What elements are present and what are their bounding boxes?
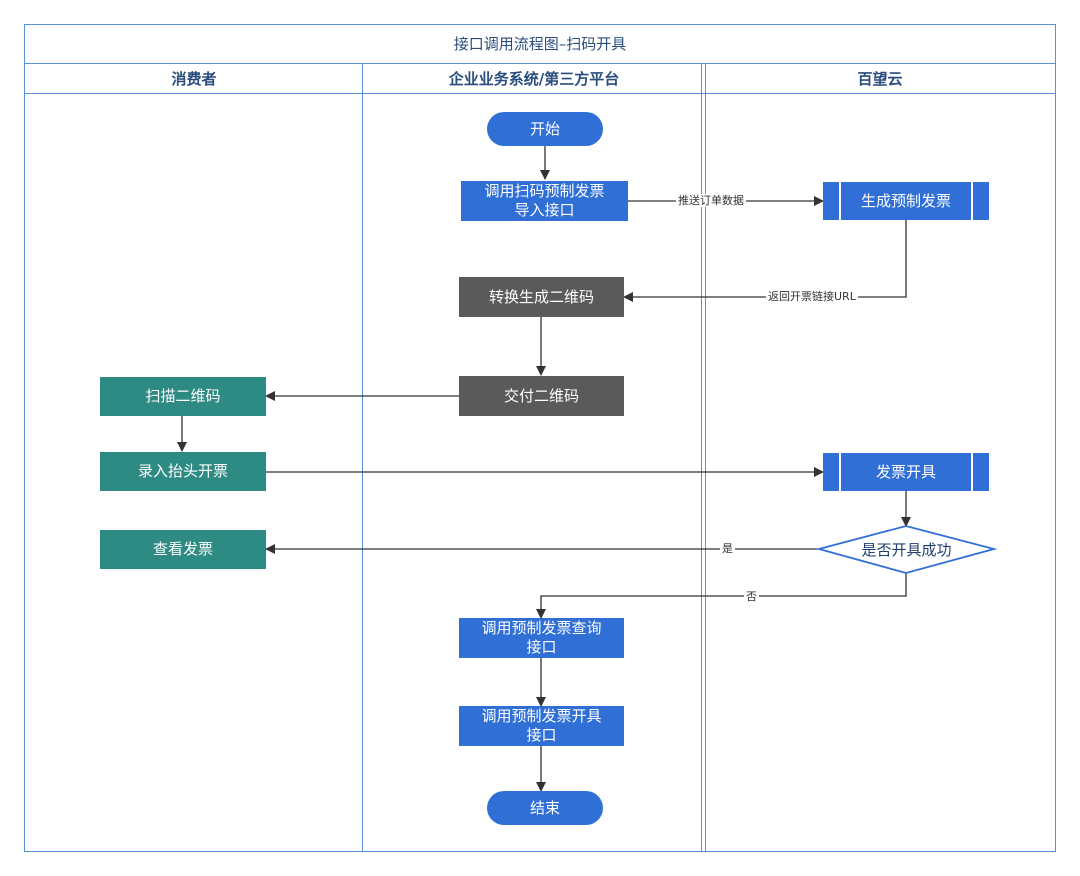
lane-divider-1 <box>362 64 363 852</box>
start-label: 开始 <box>529 119 560 138</box>
generate-preinvoice-label: 生成预制发票 <box>860 191 951 210</box>
view-invoice-label: 查看发票 <box>152 540 213 558</box>
diagram-frame <box>24 24 1056 852</box>
end-node: 结束 <box>487 791 603 825</box>
view-invoice-node: 查看发票 <box>100 530 266 569</box>
scan-qr-label: 扫描二维码 <box>145 387 221 405</box>
issue-invoice-node: 发票开具 <box>823 453 989 491</box>
generate-preinvoice-node: 生成预制发票 <box>823 182 989 220</box>
edge-label-return-url: 返回开票链接URL <box>766 290 858 303</box>
enter-title-node: 录入抬头开票 <box>100 452 266 491</box>
edge-label-yes: 是 <box>720 542 735 555</box>
scan-qr-node: 扫描二维码 <box>100 377 266 416</box>
query-line1: 调用预制发票查询 <box>481 619 602 637</box>
lane-header-baiwang: 百望云 <box>704 64 1056 94</box>
lane-header-consumer: 消费者 <box>24 64 364 94</box>
enter-title-label: 录入抬头开票 <box>137 462 228 480</box>
decision-label: 是否开具成功 <box>861 540 952 559</box>
query-api-node: 调用预制发票查询 接口 <box>459 618 624 658</box>
issue-api-line2: 接口 <box>526 726 557 744</box>
edge-label-push-order: 推送订单数据 <box>676 194 746 207</box>
convert-qr-node: 转换生成二维码 <box>459 277 624 317</box>
diagram-title: 接口调用流程图–扫码开具 <box>24 24 1056 64</box>
edge-generate-to-convert <box>623 220 907 302</box>
deliver-qr-label: 交付二维码 <box>503 386 579 405</box>
edge-decision-no <box>536 573 907 619</box>
edge-label-no: 否 <box>744 590 759 603</box>
issue-api-node: 调用预制发票开具 接口 <box>459 706 624 746</box>
issue-api-line1: 调用预制发票开具 <box>481 707 602 725</box>
lane-header-enterprise: 企业业务系统/第三方平台 <box>364 64 704 94</box>
query-line2: 接口 <box>526 638 557 656</box>
call-import-api-node: 调用扫码预制发票 导入接口 <box>461 181 628 221</box>
deliver-qr-node: 交付二维码 <box>459 376 624 416</box>
lane-divider-2 <box>701 64 706 852</box>
convert-qr-label: 转换生成二维码 <box>488 287 594 306</box>
end-label: 结束 <box>529 798 560 817</box>
issue-invoice-label: 发票开具 <box>875 462 936 481</box>
start-node: 开始 <box>487 112 603 146</box>
call-import-line1: 调用扫码预制发票 <box>484 182 605 200</box>
decision-diamond <box>815 525 998 574</box>
call-import-line2: 导入接口 <box>514 201 575 219</box>
